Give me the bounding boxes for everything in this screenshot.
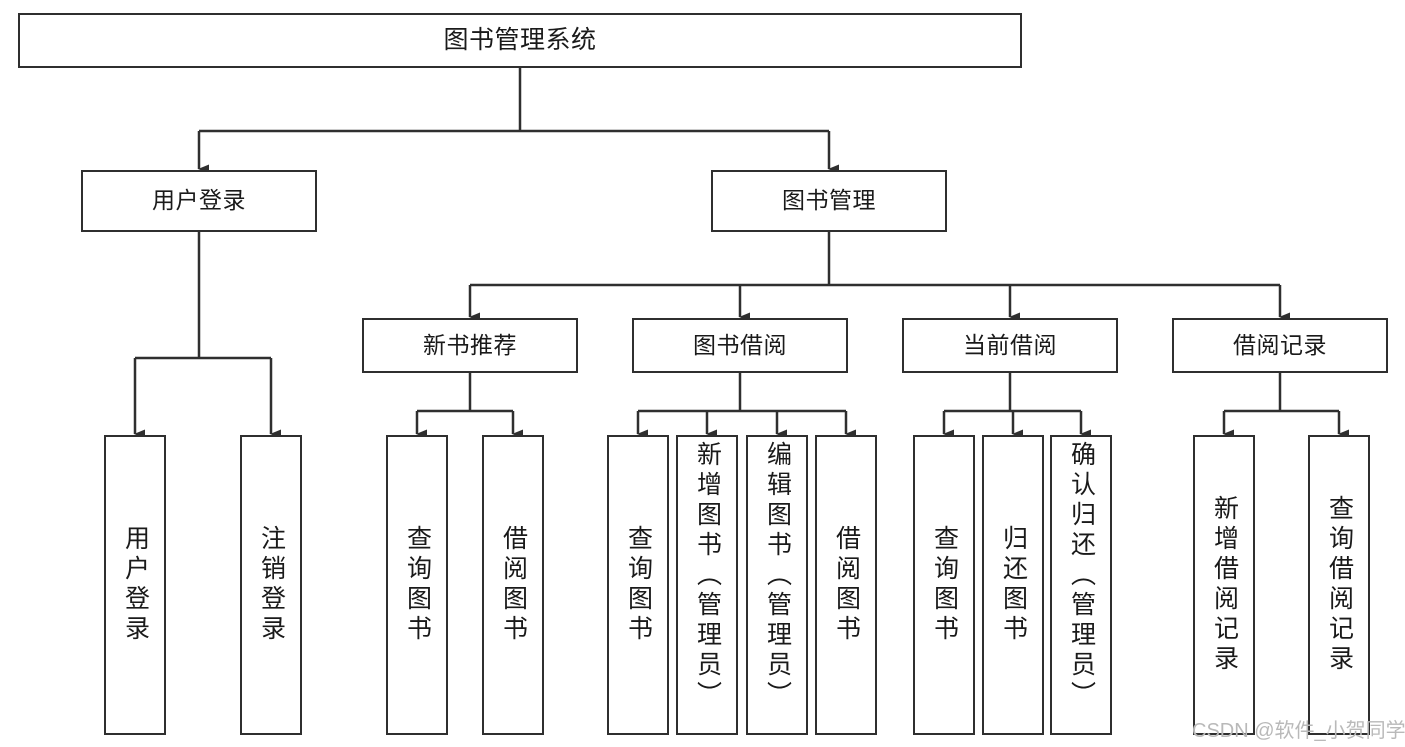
node-label-leaf-query-book-3: 查询图书 bbox=[930, 525, 959, 645]
node-leaf-add-record[interactable]: 新增借阅记录 bbox=[1193, 435, 1255, 735]
node-book-manage[interactable]: 图书管理 bbox=[711, 170, 947, 232]
node-leaf-add-book[interactable]: 新增图书（管理员） bbox=[676, 435, 738, 735]
node-root[interactable]: 图书管理系统 bbox=[18, 13, 1022, 68]
node-book-borrow[interactable]: 图书借阅 bbox=[632, 318, 848, 373]
node-borrow-record[interactable]: 借阅记录 bbox=[1172, 318, 1388, 373]
node-leaf-query-book-1[interactable]: 查询图书 bbox=[386, 435, 448, 735]
node-label-leaf-add-book: 新增图书（管理员） bbox=[693, 441, 722, 711]
node-current-borrow[interactable]: 当前借阅 bbox=[902, 318, 1118, 373]
node-label-root: 图书管理系统 bbox=[443, 25, 597, 54]
node-leaf-query-record[interactable]: 查询借阅记录 bbox=[1308, 435, 1370, 735]
node-label-leaf-borrow-book-2: 借阅图书 bbox=[832, 525, 861, 645]
node-leaf-confirm-return[interactable]: 确认归还（管理员） bbox=[1050, 435, 1112, 735]
node-label-current-borrow: 当前借阅 bbox=[963, 331, 1057, 358]
edge-group bbox=[133, 68, 1349, 439]
node-leaf-return-book[interactable]: 归还图书 bbox=[982, 435, 1044, 735]
node-label-leaf-edit-book: 编辑图书（管理员） bbox=[763, 441, 792, 711]
node-new-book-rec[interactable]: 新书推荐 bbox=[362, 318, 578, 373]
node-label-leaf-return-book: 归还图书 bbox=[999, 525, 1028, 645]
node-leaf-borrow-book-2[interactable]: 借阅图书 bbox=[815, 435, 877, 735]
node-label-leaf-query-book-2: 查询图书 bbox=[624, 525, 653, 645]
node-label-user-login: 用户登录 bbox=[152, 187, 246, 214]
node-leaf-query-book-2[interactable]: 查询图书 bbox=[607, 435, 669, 735]
node-leaf-edit-book[interactable]: 编辑图书（管理员） bbox=[746, 435, 808, 735]
node-label-leaf-borrow-book-1: 借阅图书 bbox=[499, 525, 528, 645]
node-leaf-user-login[interactable]: 用户登录 bbox=[104, 435, 166, 735]
node-label-leaf-query-book-1: 查询图书 bbox=[403, 525, 432, 645]
node-leaf-query-book-3[interactable]: 查询图书 bbox=[913, 435, 975, 735]
node-label-new-book-rec: 新书推荐 bbox=[423, 331, 517, 358]
node-label-book-manage: 图书管理 bbox=[782, 187, 876, 214]
node-label-book-borrow: 图书借阅 bbox=[693, 331, 787, 358]
node-leaf-logout[interactable]: 注销登录 bbox=[240, 435, 302, 735]
node-label-leaf-logout: 注销登录 bbox=[257, 525, 286, 645]
node-leaf-borrow-book-1[interactable]: 借阅图书 bbox=[482, 435, 544, 735]
node-label-leaf-query-record: 查询借阅记录 bbox=[1325, 495, 1354, 675]
node-label-borrow-record: 借阅记录 bbox=[1233, 331, 1327, 358]
node-label-leaf-confirm-return: 确认归还（管理员） bbox=[1067, 441, 1096, 711]
watermark-label: CSDN @软件_小贺同学 bbox=[1192, 720, 1405, 742]
node-label-leaf-add-record: 新增借阅记录 bbox=[1210, 495, 1239, 675]
node-label-leaf-user-login: 用户登录 bbox=[121, 525, 150, 645]
node-user-login[interactable]: 用户登录 bbox=[81, 170, 317, 232]
